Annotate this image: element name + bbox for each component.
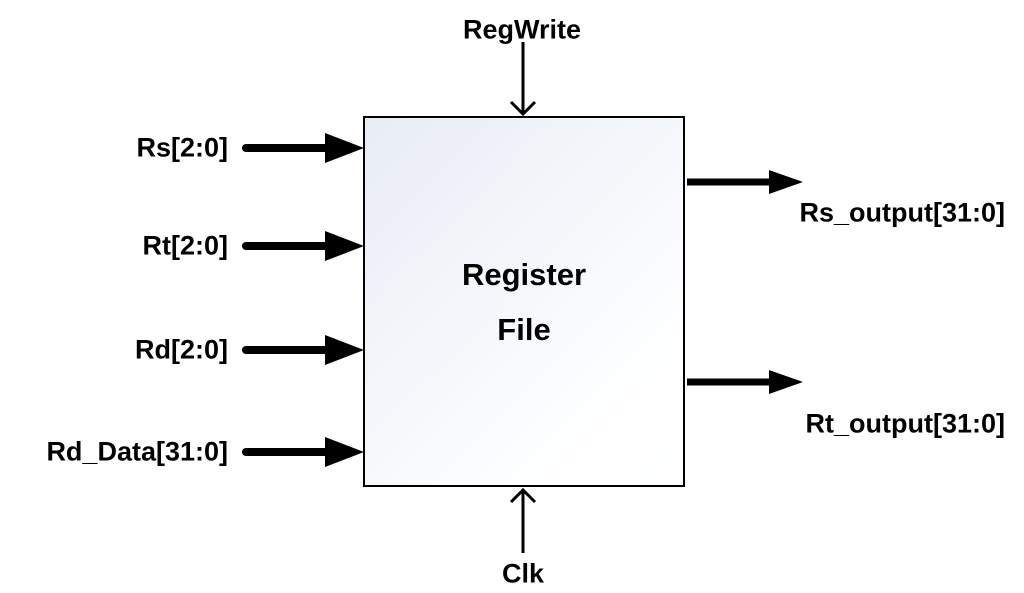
input-label-rd-data: Rd_Data[31:0] [46,436,228,467]
input-arrow-rs [242,133,364,163]
output-label-rt-output: Rt_output[31:0] [805,408,1005,439]
block-title-line-1: Register [461,256,587,292]
register-file-block: Register File [363,116,685,487]
input-arrow-rd-data [242,437,364,467]
output-label-rs-output: Rs_output[31:0] [799,197,1005,228]
clk-label: Clk [501,558,545,589]
input-label-rt: Rt[2:0] [142,230,229,261]
input-label-rs: Rs[2:0] [136,132,228,163]
output-arrow-rs [687,170,803,194]
regwrite-arrow [509,42,537,117]
block-title-line-2: File [497,311,551,347]
regwrite-label: RegWrite [462,14,582,45]
input-arrow-rd [242,335,364,365]
clk-arrow [509,487,537,553]
input-arrow-rt [242,231,364,261]
input-label-rd: Rd[2:0] [135,334,228,365]
output-arrow-rt [687,370,803,394]
